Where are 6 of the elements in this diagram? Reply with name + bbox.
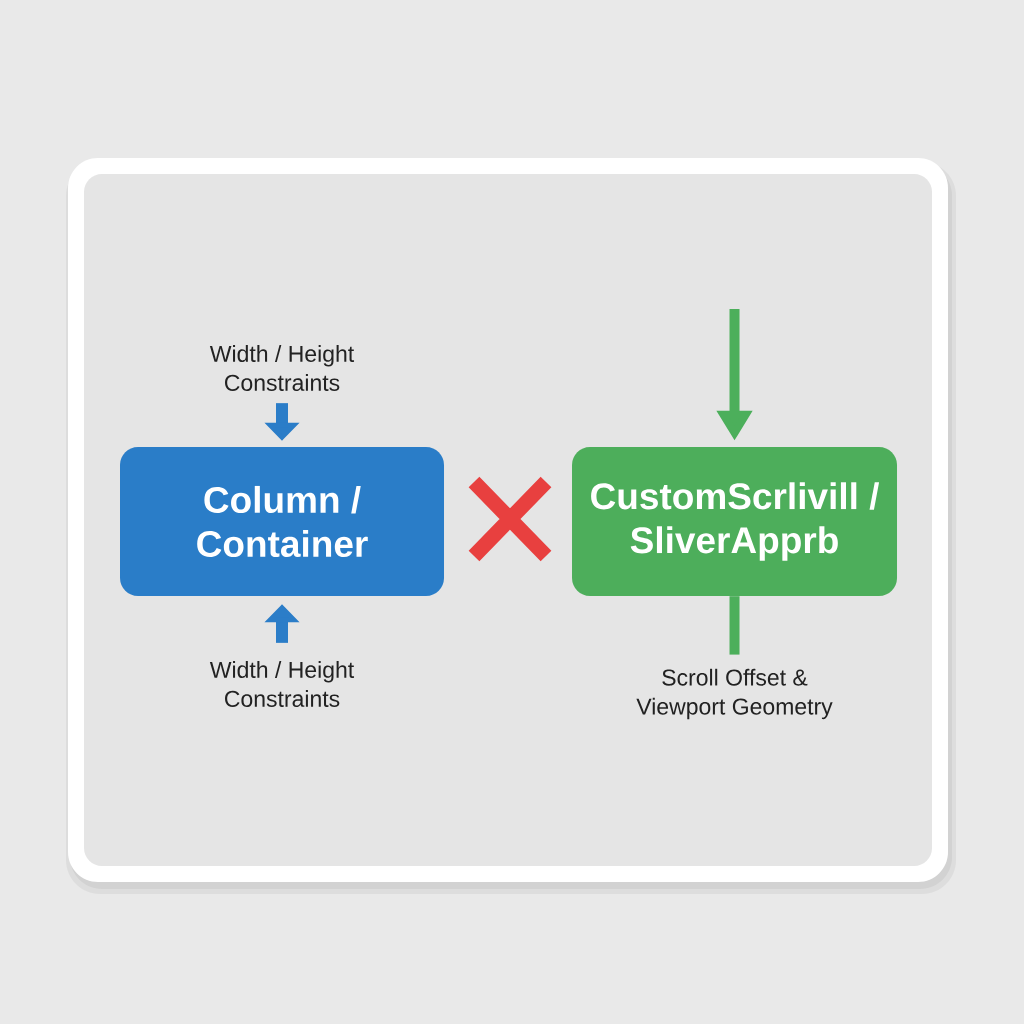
- text-label: Scroll Offset & Viewport Geometry: [636, 668, 833, 720]
- text-label: Width / Height Constraints: [209, 661, 355, 707]
- text-label: Width / Height Constraints: [209, 345, 355, 391]
- process-box: CustomScrlivill / SliverApprb: [572, 447, 897, 596]
- connector-line: [729, 596, 740, 655]
- process-box: Column / Container: [120, 447, 444, 596]
